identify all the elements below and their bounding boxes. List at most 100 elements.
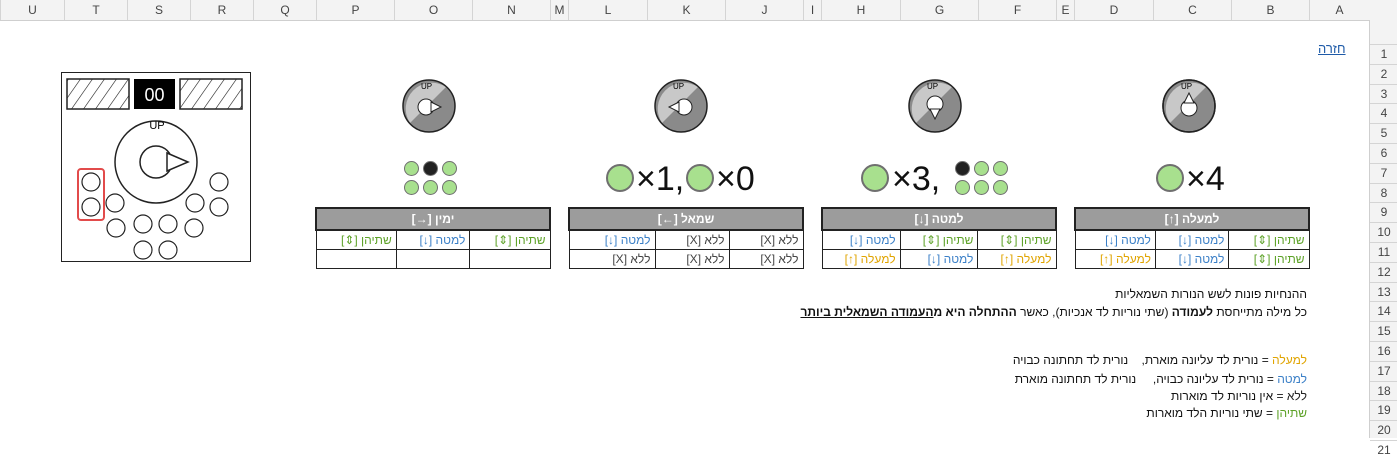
- row-header[interactable]: 18: [1370, 380, 1397, 399]
- legend-key: ללא: [1286, 389, 1307, 403]
- column-header[interactable]: A: [1309, 0, 1369, 20]
- column-header[interactable]: P: [316, 0, 394, 20]
- column-header[interactable]: B: [1231, 0, 1309, 20]
- cell[interactable]: למטה [↓]: [821, 229, 901, 250]
- note-part: כל מילה מתייחסת: [1213, 305, 1307, 319]
- column-header[interactable]: E: [1056, 0, 1074, 20]
- column-header[interactable]: G: [900, 0, 978, 20]
- row-header[interactable]: 16: [1370, 341, 1397, 359]
- row-header[interactable]: 6: [1370, 143, 1397, 161]
- column-header[interactable]: M: [550, 0, 568, 20]
- cell[interactable]: שתיהן [⇕]: [1228, 229, 1310, 250]
- led-green: [606, 164, 634, 192]
- cell[interactable]: ללא [X]: [728, 229, 804, 250]
- legend-eq: =: [1263, 372, 1278, 386]
- column-header[interactable]: J: [725, 0, 803, 20]
- cell[interactable]: [469, 249, 551, 269]
- note-line-2: כל מילה מתייחסת לעמודה (שתי נוריות לד אנ…: [800, 305, 1307, 319]
- dial-down: UP: [908, 79, 962, 133]
- cell[interactable]: למטה [↓]: [1074, 229, 1156, 250]
- note-part: (שתי נוריות לד אנכיות), כאשר: [1016, 305, 1172, 319]
- row-header[interactable]: 14: [1370, 301, 1397, 319]
- column-header[interactable]: Q: [253, 0, 316, 20]
- column-header[interactable]: F: [978, 0, 1056, 20]
- cell[interactable]: ללא [X]: [654, 249, 730, 269]
- legend-eq: =: [1262, 406, 1277, 420]
- legend-desc: נורית לד עליונה כבויה, נורית לד תחתונה מ…: [1014, 372, 1264, 386]
- dial-left-label: UP: [673, 82, 685, 91]
- cell[interactable]: למעלה [↑]: [977, 249, 1057, 269]
- cell[interactable]: למעלה [↑]: [821, 249, 901, 269]
- legend-key: למעלה: [1272, 353, 1307, 367]
- led-small: [974, 161, 989, 176]
- led-green: [1156, 164, 1184, 192]
- column-header[interactable]: D: [1074, 0, 1153, 20]
- row-header[interactable]: 9: [1370, 202, 1397, 220]
- panel-display: 00: [144, 85, 165, 105]
- column-header[interactable]: N: [472, 0, 550, 20]
- column-header[interactable]: S: [127, 0, 190, 20]
- device-drawing: [66, 78, 243, 260]
- column-header[interactable]: R: [190, 0, 253, 20]
- row-header[interactable]: 2: [1370, 63, 1397, 82]
- note-bold: ההתחלה היא מ: [933, 305, 1017, 319]
- row-header[interactable]: 5: [1370, 123, 1397, 141]
- column-header[interactable]: H: [821, 0, 900, 20]
- row-header[interactable]: 20: [1370, 420, 1397, 438]
- row-header[interactable]: 13: [1370, 281, 1397, 300]
- legend-eq: =: [1258, 353, 1273, 367]
- dial-left: UP: [654, 79, 708, 133]
- cell[interactable]: שתיהן [⇕]: [315, 229, 397, 250]
- cell[interactable]: [315, 249, 397, 269]
- cell[interactable]: ללא [X]: [568, 249, 656, 269]
- column-header[interactable]: L: [568, 0, 647, 20]
- row-header[interactable]: 12: [1370, 261, 1397, 280]
- cell[interactable]: שתיהן [⇕]: [977, 229, 1057, 250]
- cell[interactable]: שתיהן [⇕]: [469, 229, 551, 250]
- column-header[interactable]: O: [394, 0, 472, 20]
- row-header[interactable]: 17: [1370, 360, 1397, 379]
- row-header[interactable]: 8: [1370, 182, 1397, 201]
- legend-key: שתיהן: [1276, 406, 1307, 420]
- led-green: [861, 164, 889, 192]
- row-header[interactable]: 10: [1370, 222, 1397, 240]
- column-header[interactable]: K: [647, 0, 725, 20]
- row-header[interactable]: 4: [1370, 103, 1397, 121]
- cell[interactable]: למטה [↓]: [395, 229, 471, 250]
- dial-right-label: UP: [421, 82, 433, 91]
- cell[interactable]: למטה [↓]: [1154, 249, 1230, 269]
- cell[interactable]: שתיהן [⇕]: [1228, 249, 1310, 269]
- row-header[interactable]: 21: [1370, 440, 1397, 458]
- row-header[interactable]: 19: [1370, 400, 1397, 418]
- led-small: [974, 180, 989, 195]
- cell[interactable]: למטה [↓]: [1154, 229, 1230, 250]
- led-small: [993, 161, 1008, 176]
- legend-desc: נורית לד עליונה מוארת, נורית לד תחתונה כ…: [1012, 353, 1259, 367]
- table-left: שמאל [←] ללא [X]ללא [X]למטה [↓] ללא [X]ל…: [568, 207, 804, 269]
- cell[interactable]: למטה [↓]: [899, 249, 979, 269]
- row-header[interactable]: 7: [1370, 162, 1397, 181]
- cell[interactable]: ללא [X]: [654, 229, 730, 250]
- dial-down-label: UP: [927, 82, 939, 91]
- column-header[interactable]: C: [1153, 0, 1231, 20]
- cell[interactable]: [395, 249, 471, 269]
- row-header[interactable]: 11: [1370, 242, 1397, 260]
- column-header[interactable]: T: [64, 0, 127, 20]
- table-right: ימין [→] שתיהן [⇕]למטה [↓]שתיהן [⇕]: [315, 207, 551, 269]
- cell[interactable]: למטה [↓]: [568, 229, 656, 250]
- column-header[interactable]: U: [0, 0, 64, 20]
- row-header[interactable]: 15: [1370, 321, 1397, 339]
- table-right-title: ימין [→]: [315, 207, 551, 231]
- row-header[interactable]: 1: [1370, 44, 1397, 62]
- table-left-title: שמאל [←]: [568, 207, 804, 231]
- legend-key: למטה: [1277, 372, 1307, 386]
- back-link[interactable]: חזרה: [1318, 41, 1346, 56]
- cell[interactable]: ללא [X]: [728, 249, 804, 269]
- cell[interactable]: למעלה [↑]: [1074, 249, 1156, 269]
- cell[interactable]: שתיהן [⇕]: [899, 229, 979, 250]
- row-header[interactable]: 3: [1370, 83, 1397, 102]
- legend-desc: אין נוריות לד מוארות: [1170, 389, 1274, 403]
- column-header[interactable]: I: [803, 0, 821, 20]
